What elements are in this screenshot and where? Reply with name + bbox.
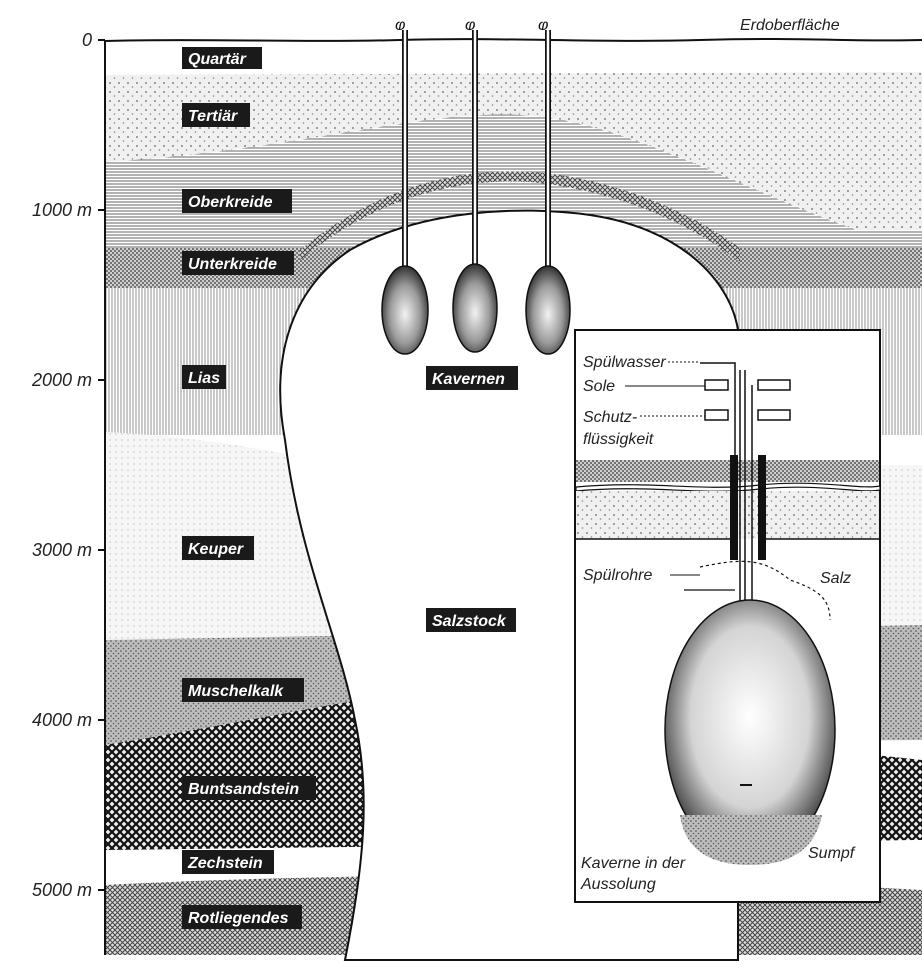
- inset-label-spuelrohre: Spülrohre: [583, 567, 652, 584]
- inset-label-sumpf: Sumpf: [808, 845, 856, 862]
- cavern-1: [382, 266, 428, 354]
- inset-label-sole: Sole: [583, 378, 615, 395]
- label-keuper: Keuper: [188, 541, 244, 558]
- label-kavernen: Kavernen: [432, 371, 505, 388]
- inset-label-schutz: Schutz-: [583, 409, 637, 426]
- inset-caption-line2: Aussolung: [580, 876, 656, 893]
- depth-tick-label: 2000 m: [31, 370, 92, 390]
- inset-label-spuelwasser: Spülwasser: [583, 354, 666, 371]
- label-muschelkalk: Muschelkalk: [188, 683, 284, 700]
- label-unterkreide: Unterkreide: [188, 256, 277, 273]
- svg-text:ⱷ: ⱷ: [538, 17, 548, 34]
- svg-text:ⱷ: ⱷ: [465, 17, 475, 34]
- label-zechstein: Zechstein: [187, 855, 263, 872]
- label-oberkreide: Oberkreide: [188, 194, 273, 211]
- inset-rock-band: [576, 491, 879, 539]
- label-lias: Lias: [188, 370, 220, 387]
- inset-caption-line1: Kaverne in der: [581, 855, 686, 872]
- label-quartaer: Quartär: [188, 51, 247, 68]
- cavern-2: [453, 264, 497, 352]
- depth-tick-label: 4000 m: [32, 710, 92, 730]
- depth-tick-label: 0: [82, 30, 92, 50]
- cavern-3: [526, 266, 570, 354]
- depth-tick-label: 1000 m: [32, 200, 92, 220]
- label-rotliegendes: Rotliegendes: [188, 910, 289, 927]
- label-salzstock: Salzstock: [432, 613, 507, 630]
- depth-tick-label: 5000 m: [32, 880, 92, 900]
- inset-dark-band: [576, 460, 879, 482]
- inset-detail: Spülwasser Sole Schutz- flüssigkeit Spül…: [575, 330, 880, 902]
- inset-label-fluessigkeit: flüssigkeit: [583, 431, 654, 448]
- svg-text:ⱷ: ⱷ: [395, 17, 405, 34]
- depth-tick-label: 3000 m: [32, 540, 92, 560]
- label-tertiaer: Tertiär: [188, 108, 238, 125]
- label-buntsandstein: Buntsandstein: [188, 781, 299, 798]
- inset-label-salz: Salz: [820, 570, 851, 587]
- surface-label: Erdoberfläche: [740, 17, 840, 34]
